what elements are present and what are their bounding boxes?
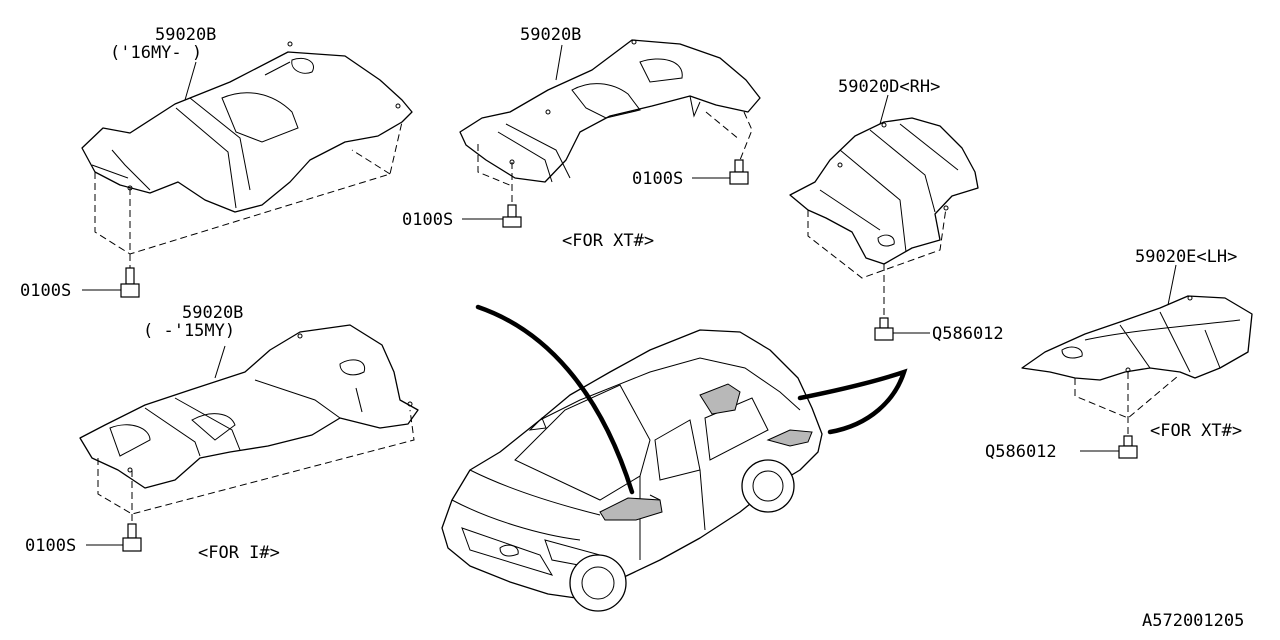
label-0100s-d: 0100S (25, 536, 76, 556)
label-59020b-top-year: ('16MY- ) (110, 43, 202, 63)
heat-shield-59020e-lh[interactable] (1021, 295, 1253, 381)
heat-shield-59020b-top[interactable] (81, 41, 413, 213)
leader-line (184, 61, 197, 101)
label-59020b-bottom: 59020B (182, 303, 243, 323)
pointer-arrow-left (475, 304, 635, 495)
mount-guide-line (97, 409, 415, 524)
heat-shield-location-rear (766, 429, 813, 447)
label-0100s-a: 0100S (20, 281, 71, 301)
mount-guide-line (477, 111, 753, 205)
leader-line (214, 345, 226, 379)
heat-shield-59020b-bottom[interactable] (79, 324, 419, 489)
note-for-xt-right: <FOR XT#> (1150, 421, 1242, 441)
label-59020b-bottom-year: ( -'15MY) (143, 321, 235, 341)
label-q586012-a: Q586012 (932, 324, 1004, 344)
bolt-q586012-icon[interactable] (1118, 435, 1138, 459)
bolt-q586012-icon[interactable] (874, 317, 894, 341)
leader-line (555, 44, 563, 81)
note-for-i: <FOR I#> (198, 543, 280, 563)
bolt-0100s-icon[interactable] (502, 204, 522, 228)
diagram-id: A572001205 (1142, 611, 1244, 631)
mount-guide-line (1074, 372, 1179, 436)
leader-line (1167, 264, 1177, 306)
label-59020b-top: 59020B (155, 25, 216, 45)
note-for-xt-mid: <FOR XT#> (562, 231, 654, 251)
label-59020d-rh: 59020D<RH> (838, 77, 940, 97)
mount-guide-line (807, 207, 947, 318)
heat-shield-location-center (699, 383, 741, 415)
label-59020b-mid: 59020B (520, 25, 581, 45)
pointer-arrow-right (797, 368, 908, 435)
mount-guide-line (94, 121, 403, 268)
heat-shield-location-front (599, 497, 663, 521)
heat-shield-59020d-rh[interactable] (789, 117, 979, 265)
vehicle-illustration (441, 329, 823, 612)
leader-line (879, 94, 889, 125)
label-q586012-b: Q586012 (985, 442, 1057, 462)
bolt-0100s-icon[interactable] (120, 267, 140, 298)
label-0100s-c: 0100S (632, 169, 683, 189)
label-59020e-lh: 59020E<LH> (1135, 247, 1237, 267)
bolt-0100s-icon[interactable] (729, 159, 749, 185)
bolt-0100s-icon[interactable] (122, 523, 142, 552)
label-0100s-b: 0100S (402, 210, 453, 230)
heat-shield-59020b-mid[interactable] (459, 39, 761, 183)
